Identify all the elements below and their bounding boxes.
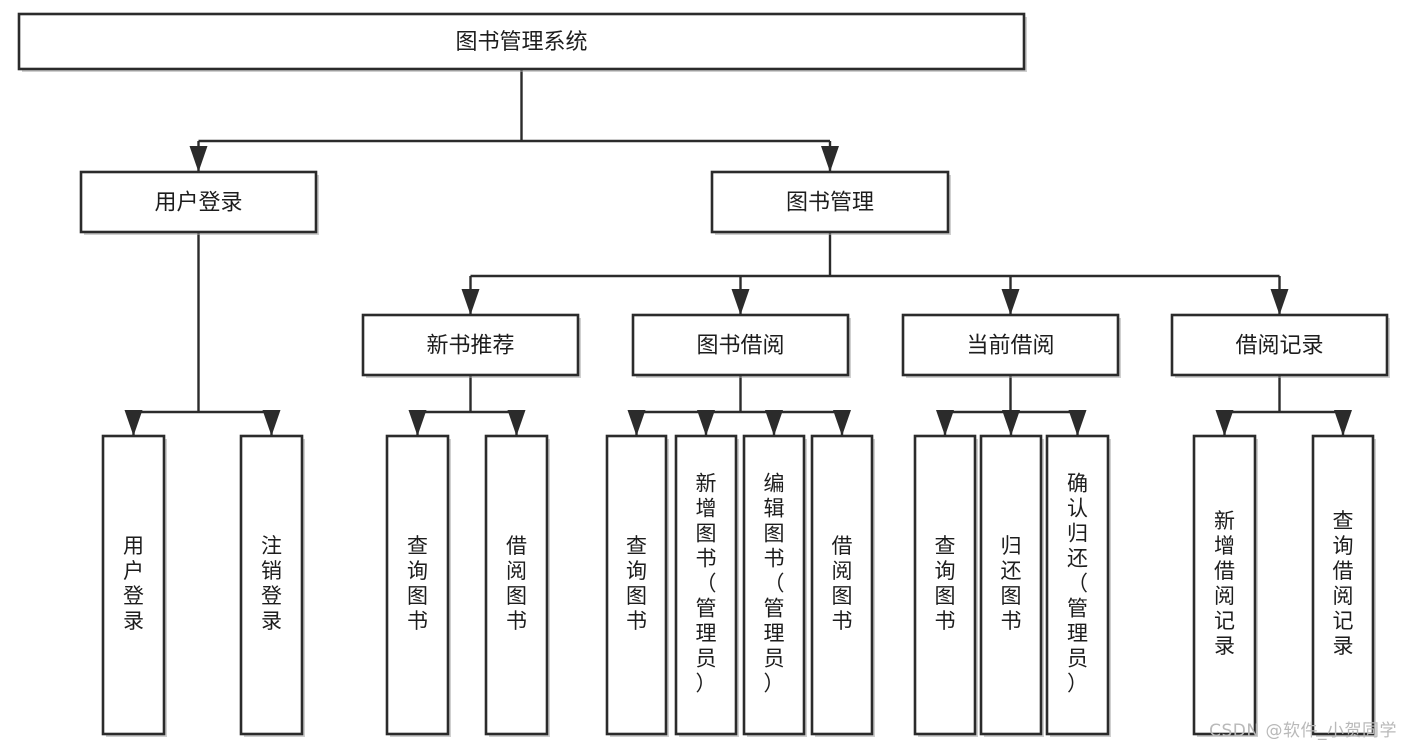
node-box bbox=[913, 434, 977, 736]
node-label: 图书管理系统 bbox=[455, 30, 587, 55]
node-box bbox=[239, 434, 304, 736]
node-leaf-query-record[interactable]: 查询借阅记录 bbox=[1311, 434, 1376, 737]
node-box bbox=[79, 170, 318, 234]
arrow-head-icon bbox=[627, 410, 646, 436]
arrow-head-icon bbox=[408, 410, 427, 436]
node-label: 图书借阅 bbox=[696, 334, 784, 359]
node-label: 新增借阅记录 bbox=[1214, 509, 1235, 658]
node-layer: 图书管理系统用户登录图书管理新书推荐图书借阅当前借阅借阅记录用户登录注销登录查询… bbox=[17, 12, 1390, 737]
node-label: 借阅记录 bbox=[1235, 334, 1323, 359]
node-leaf-query-book-1[interactable]: 查询图书 bbox=[385, 434, 451, 737]
node-label: 查询图书 bbox=[935, 534, 956, 633]
node-leaf-edit-book[interactable]: 编辑图书（管理员） bbox=[742, 434, 807, 737]
node-label: 注销登录 bbox=[261, 534, 282, 633]
node-borrow-record[interactable]: 借阅记录 bbox=[1170, 313, 1390, 378]
node-leaf-borrow-book-2[interactable]: 借阅图书 bbox=[810, 434, 875, 737]
node-book-manage[interactable]: 图书管理 bbox=[710, 170, 951, 235]
node-label: 确认归还（管理员） bbox=[1067, 472, 1088, 696]
node-label: 查询图书 bbox=[407, 534, 428, 633]
arrow-head-icon bbox=[833, 410, 851, 436]
node-box bbox=[101, 434, 166, 736]
node-box bbox=[631, 313, 850, 377]
node-root[interactable]: 图书管理系统 bbox=[17, 12, 1027, 72]
node-box bbox=[361, 313, 580, 377]
arrow-head-icon bbox=[731, 289, 750, 315]
node-label: 图书管理 bbox=[786, 191, 874, 216]
node-box bbox=[1170, 313, 1389, 377]
edge-layer bbox=[124, 69, 1352, 436]
arrow-head-icon bbox=[1215, 410, 1234, 436]
node-leaf-confirm-return[interactable]: 确认归还（管理员） bbox=[1045, 434, 1111, 737]
node-user-login[interactable]: 用户登录 bbox=[79, 170, 319, 235]
node-box bbox=[710, 170, 950, 234]
arrow-head-icon bbox=[189, 146, 208, 172]
node-box bbox=[1045, 434, 1110, 736]
node-current-borrow[interactable]: 当前借阅 bbox=[901, 313, 1121, 378]
node-label: 当前借阅 bbox=[966, 334, 1054, 359]
node-label: 用户登录 bbox=[154, 191, 242, 216]
arrow-head-icon bbox=[936, 410, 954, 436]
node-leaf-logout[interactable]: 注销登录 bbox=[239, 434, 305, 737]
arrow-head-icon bbox=[262, 410, 281, 436]
node-box bbox=[810, 434, 874, 736]
node-book-borrow[interactable]: 图书借阅 bbox=[631, 313, 851, 378]
node-label: 查询借阅记录 bbox=[1333, 509, 1354, 658]
node-leaf-borrow-book-1[interactable]: 借阅图书 bbox=[484, 434, 550, 737]
arrow-head-icon bbox=[461, 289, 480, 315]
arrow-head-icon bbox=[124, 410, 143, 436]
node-label: 借阅图书 bbox=[832, 534, 853, 633]
node-label: 用户登录 bbox=[123, 534, 144, 633]
node-leaf-return-book[interactable]: 归还图书 bbox=[979, 434, 1044, 737]
node-box bbox=[1192, 434, 1257, 736]
node-leaf-query-book-2[interactable]: 查询图书 bbox=[605, 434, 669, 737]
arrow-head-icon bbox=[507, 410, 526, 436]
node-label: 借阅图书 bbox=[506, 534, 527, 633]
arrow-head-icon bbox=[1002, 410, 1020, 436]
node-box bbox=[674, 434, 738, 736]
node-label: 查询图书 bbox=[626, 534, 647, 633]
node-box bbox=[979, 434, 1043, 736]
node-new-book-rec[interactable]: 新书推荐 bbox=[361, 313, 581, 378]
node-box bbox=[17, 12, 1026, 71]
arrow-head-icon bbox=[1334, 410, 1352, 436]
watermark-text: CSDN @软件_小贺同学 bbox=[1209, 721, 1397, 741]
node-box bbox=[901, 313, 1120, 377]
node-label: 新书推荐 bbox=[426, 334, 514, 359]
node-box bbox=[484, 434, 549, 736]
arrow-head-icon bbox=[697, 410, 715, 436]
node-box bbox=[742, 434, 806, 736]
arrow-head-icon bbox=[1068, 410, 1087, 436]
node-leaf-add-record[interactable]: 新增借阅记录 bbox=[1192, 434, 1258, 737]
arrow-head-icon bbox=[765, 410, 783, 436]
node-label: 新增图书（管理员） bbox=[696, 472, 717, 696]
node-leaf-add-book[interactable]: 新增图书（管理员） bbox=[674, 434, 739, 737]
arrow-head-icon bbox=[821, 146, 839, 172]
node-leaf-user-login[interactable]: 用户登录 bbox=[101, 434, 167, 737]
node-box bbox=[385, 434, 450, 736]
node-box bbox=[605, 434, 668, 736]
node-label: 编辑图书（管理员） bbox=[764, 472, 785, 696]
arrow-head-icon bbox=[1001, 289, 1020, 315]
arrow-head-icon bbox=[1270, 289, 1289, 315]
node-label: 归还图书 bbox=[1001, 534, 1022, 633]
node-box bbox=[1311, 434, 1375, 736]
node-leaf-query-book-3[interactable]: 查询图书 bbox=[913, 434, 978, 737]
